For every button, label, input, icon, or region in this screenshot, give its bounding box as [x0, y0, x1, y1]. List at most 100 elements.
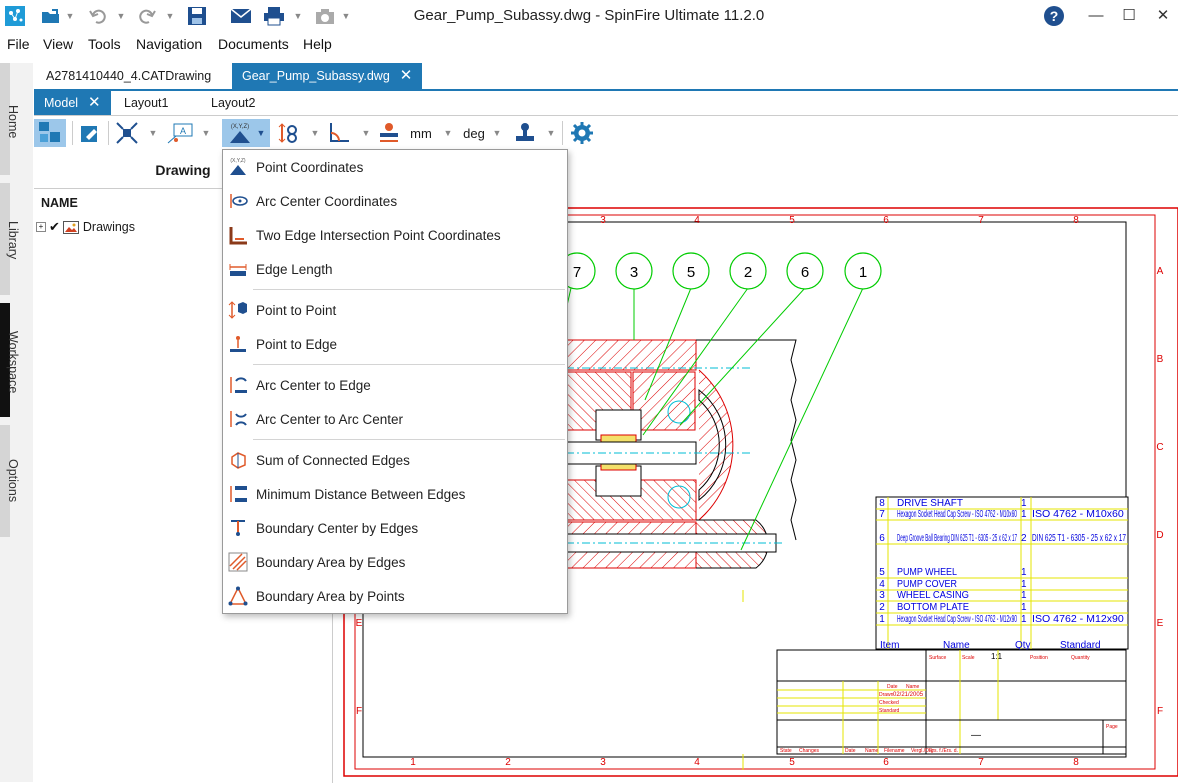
- distance-dropdown-caret[interactable]: ▼: [310, 128, 320, 138]
- menu-item-arc-center-to-arc-center[interactable]: Arc Center to Arc Center: [223, 403, 567, 435]
- email-icon[interactable]: [228, 4, 254, 28]
- menu-help[interactable]: Help: [303, 36, 332, 52]
- menu-view[interactable]: View: [43, 36, 74, 52]
- stamp-dropdown-caret[interactable]: ▼: [546, 128, 556, 138]
- measure-distance-icon[interactable]: [274, 119, 304, 147]
- open-dropdown-caret[interactable]: ▼: [65, 11, 75, 21]
- menu-item-label: Boundary Area by Points: [256, 588, 405, 604]
- minimize-button[interactable]: —: [1088, 7, 1104, 24]
- menu-item-label: Arc Center Coordinates: [256, 193, 398, 209]
- view-tab-layout1[interactable]: Layout1: [114, 91, 178, 115]
- bom-item-qty: 1: [1021, 579, 1027, 590]
- menu-item-boundary-center-edges[interactable]: Boundary Center by Edges: [223, 512, 567, 544]
- tree-item-drawings[interactable]: + ✔ Drawings: [36, 219, 135, 235]
- help-icon[interactable]: ?: [1042, 4, 1066, 28]
- view-tab-label: Model: [44, 96, 79, 110]
- view-tab-layout2[interactable]: Layout2: [201, 91, 265, 115]
- view-tab-model[interactable]: Model ✕: [34, 91, 111, 115]
- explode-dropdown-caret[interactable]: ▼: [148, 128, 158, 138]
- menu-item-label: Edge Length: [256, 261, 333, 277]
- menu-documents[interactable]: Documents: [218, 36, 289, 52]
- menu-item-label: Arc Center to Edge: [256, 377, 371, 393]
- angle-units-select[interactable]: deg: [463, 125, 485, 141]
- doc-tab-catdrawing[interactable]: A2781410440_4.CATDrawing: [36, 63, 221, 89]
- undo-dropdown-caret[interactable]: ▼: [116, 11, 126, 21]
- side-tab-workspace[interactable]: Workspace: [6, 331, 20, 394]
- menu-item-arc-center-coordinates[interactable]: Arc Center Coordinates: [223, 185, 567, 217]
- menu-item-arc-center-to-edge[interactable]: Arc Center to Edge: [223, 369, 567, 401]
- annotation-dropdown-caret[interactable]: ▼: [201, 128, 211, 138]
- zone-column-label: 7: [978, 215, 984, 226]
- menu-item-point-to-point[interactable]: Point to Point: [223, 294, 567, 326]
- tree-expander[interactable]: +: [36, 222, 46, 232]
- menu-tools[interactable]: Tools: [88, 36, 121, 52]
- menu-item-label: Arc Center to Arc Center: [256, 411, 404, 427]
- balloon-circle: [615, 252, 653, 290]
- balloon-number: 3: [630, 264, 638, 281]
- side-tab-library[interactable]: Library: [6, 221, 20, 260]
- measure-point-tool-icon[interactable]: (X,Y,Z) ▼: [222, 119, 270, 147]
- markup-tool-icon[interactable]: [76, 119, 104, 147]
- measure-angle-icon[interactable]: [324, 119, 354, 147]
- settings-gear-icon[interactable]: [567, 119, 597, 147]
- print-icon[interactable]: [261, 4, 287, 28]
- menu-item-edge-length[interactable]: Edge Length: [223, 253, 567, 285]
- menu-navigation[interactable]: Navigation: [136, 36, 203, 52]
- title-block: Surface Scale 1:1 Position Quantity Date…: [776, 649, 1127, 755]
- balloon-circle: [786, 252, 824, 290]
- bottom-column-label: 1: [410, 757, 416, 768]
- app-logo-icon[interactable]: [2, 4, 28, 28]
- menu-item-label: Boundary Area by Edges: [256, 554, 406, 570]
- redo-icon[interactable]: [134, 4, 160, 28]
- view-tab-label: Layout1: [124, 96, 169, 110]
- bom-header-name: Name: [943, 640, 970, 651]
- close-view-tab-icon[interactable]: ✕: [88, 94, 101, 111]
- measure-width-icon[interactable]: [374, 119, 404, 147]
- menu-item-minimum-distance-edges[interactable]: Minimum Distance Between Edges: [223, 478, 567, 510]
- maximize-button[interactable]: ☐: [1122, 7, 1136, 24]
- menu-item-boundary-area-edges[interactable]: Boundary Area by Edges: [223, 546, 567, 578]
- side-tab-home[interactable]: Home: [6, 105, 20, 139]
- menu-item-label: Point Coordinates: [256, 159, 364, 175]
- bom-item-qty: 1: [1021, 614, 1027, 625]
- boundary-area-edges-icon: [227, 551, 249, 573]
- save-icon[interactable]: [184, 4, 210, 28]
- tb-name: Name: [906, 684, 920, 690]
- bom-item-qty: 1: [1021, 567, 1027, 578]
- balloon-number: 1: [859, 264, 867, 281]
- bom-item-number: 7: [879, 509, 885, 520]
- screenshot-dropdown-caret[interactable]: ▼: [341, 11, 351, 21]
- bottom-column-label: 2: [505, 757, 511, 768]
- balloon-circle: [844, 252, 882, 290]
- doc-tab-gear-pump[interactable]: Gear_Pump_Subassy.dwg✕: [232, 63, 423, 89]
- annotation-tool-icon[interactable]: A: [164, 119, 198, 147]
- open-file-icon[interactable]: [38, 4, 64, 28]
- menu-item-label: Minimum Distance Between Edges: [256, 486, 466, 502]
- menu-item-sum-connected-edges[interactable]: Sum of Connected Edges: [223, 444, 567, 476]
- select-tool-icon[interactable]: [34, 119, 66, 147]
- close-tab-icon[interactable]: ✕: [399, 67, 413, 84]
- menu-item-point-coordinates[interactable]: (X,Y,Z) Point Coordinates: [223, 151, 567, 183]
- angle-dropdown-caret[interactable]: ▼: [361, 128, 371, 138]
- explode-view-icon[interactable]: [112, 119, 142, 147]
- screenshot-icon[interactable]: [312, 4, 338, 28]
- menu-item-two-edge-intersection[interactable]: Two Edge Intersection Point Coordinates: [223, 219, 567, 251]
- tree-checkbox[interactable]: ✔: [49, 219, 60, 234]
- menu-item-boundary-area-points[interactable]: Boundary Area by Points: [223, 580, 567, 612]
- print-dropdown-caret[interactable]: ▼: [293, 11, 303, 21]
- menu-item-point-to-edge[interactable]: Point to Edge: [223, 328, 567, 360]
- redo-dropdown-caret[interactable]: ▼: [165, 11, 175, 21]
- undo-icon[interactable]: [85, 4, 111, 28]
- zone-row-label-left: E: [356, 618, 363, 629]
- panel-title-text: Drawing: [155, 162, 211, 178]
- stamp-icon[interactable]: [510, 119, 540, 147]
- length-units-select[interactable]: mm: [410, 125, 432, 141]
- angle-units-caret[interactable]: ▼: [492, 128, 502, 138]
- length-units-caret[interactable]: ▼: [443, 128, 453, 138]
- side-tab-options[interactable]: Options: [6, 459, 20, 503]
- edge-length-icon: [227, 258, 249, 280]
- close-button[interactable]: ✕: [1156, 7, 1170, 24]
- menu-file[interactable]: File: [7, 36, 30, 52]
